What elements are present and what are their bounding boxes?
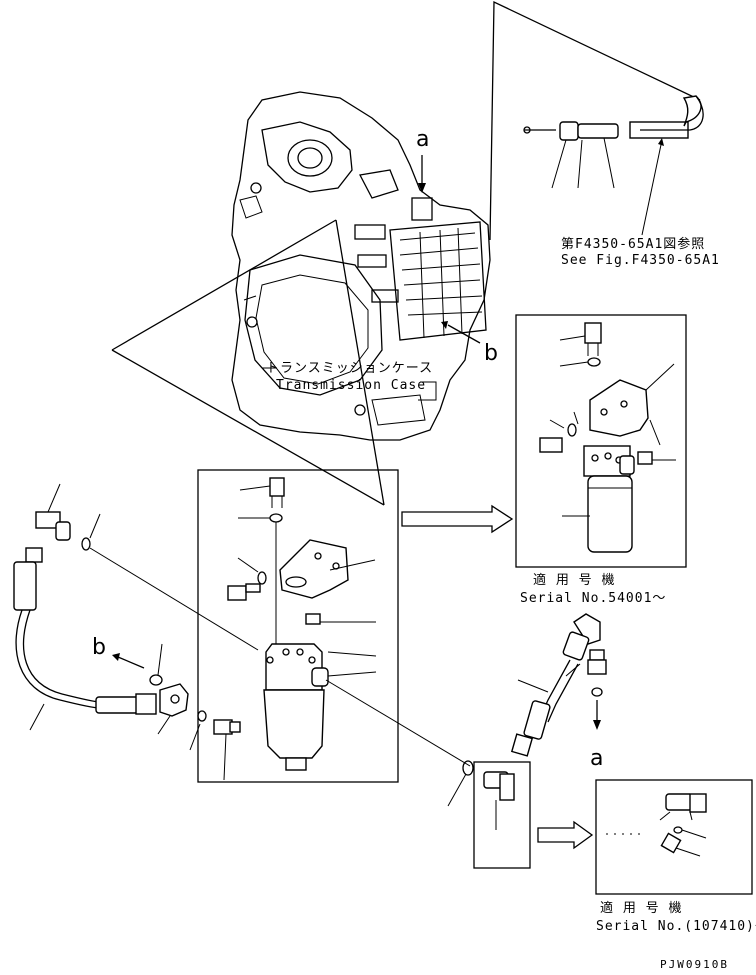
see-fig-jp: 第F4350-65A1図参照 — [561, 236, 705, 252]
transmission-case-en: Transmission Case — [276, 378, 426, 393]
elbow-fitting — [483, 771, 515, 830]
callout-leader — [111, 219, 385, 506]
fitting-assembly-alt — [606, 793, 707, 857]
serial-2-en: Serial No.(107410)～ — [596, 919, 756, 934]
ref-b-top: b — [484, 341, 498, 366]
serial-1-jp: 適 用 号 機 — [533, 572, 615, 588]
callout-leader-top — [489, 0, 701, 241]
serial-2-jp: 適 用 号 機 — [600, 900, 682, 916]
transmission-case-jp: トランスミッションケース — [266, 361, 433, 376]
transmission-leader — [262, 367, 437, 401]
filter-detail-box-main — [197, 469, 399, 783]
drawing-code: PJW0910B — [660, 958, 729, 971]
fitting-detail-box-small — [473, 761, 531, 869]
hose-detail — [523, 95, 704, 236]
arrow-to-box2 — [537, 820, 594, 850]
ref-b-left-arrow — [117, 656, 145, 669]
arrow-to-box1 — [401, 504, 514, 534]
leader-to-right — [325, 679, 471, 767]
ref-a-right: a — [590, 746, 603, 771]
ref-b-arrow — [447, 324, 481, 344]
filter-assembly-main — [227, 477, 377, 771]
filter-detail-box-1 — [515, 314, 687, 568]
serial-1-en: Serial No.54001～ — [520, 591, 666, 606]
transmission-case-illustration — [231, 91, 491, 441]
fitting-detail-box-2 — [595, 779, 753, 895]
ref-b-left: b — [92, 635, 106, 660]
filter-assembly-alt — [539, 322, 676, 553]
hose-assembly-right — [510, 613, 607, 757]
ref-a-arrowhead — [418, 183, 426, 193]
see-fig-en: See Fig.F4350-65A1 — [561, 253, 720, 268]
o-ring-right — [462, 760, 474, 776]
hose-assembly-left — [13, 483, 259, 781]
ref-b-arrowhead — [441, 321, 448, 329]
ref-a-top: a — [416, 127, 429, 152]
